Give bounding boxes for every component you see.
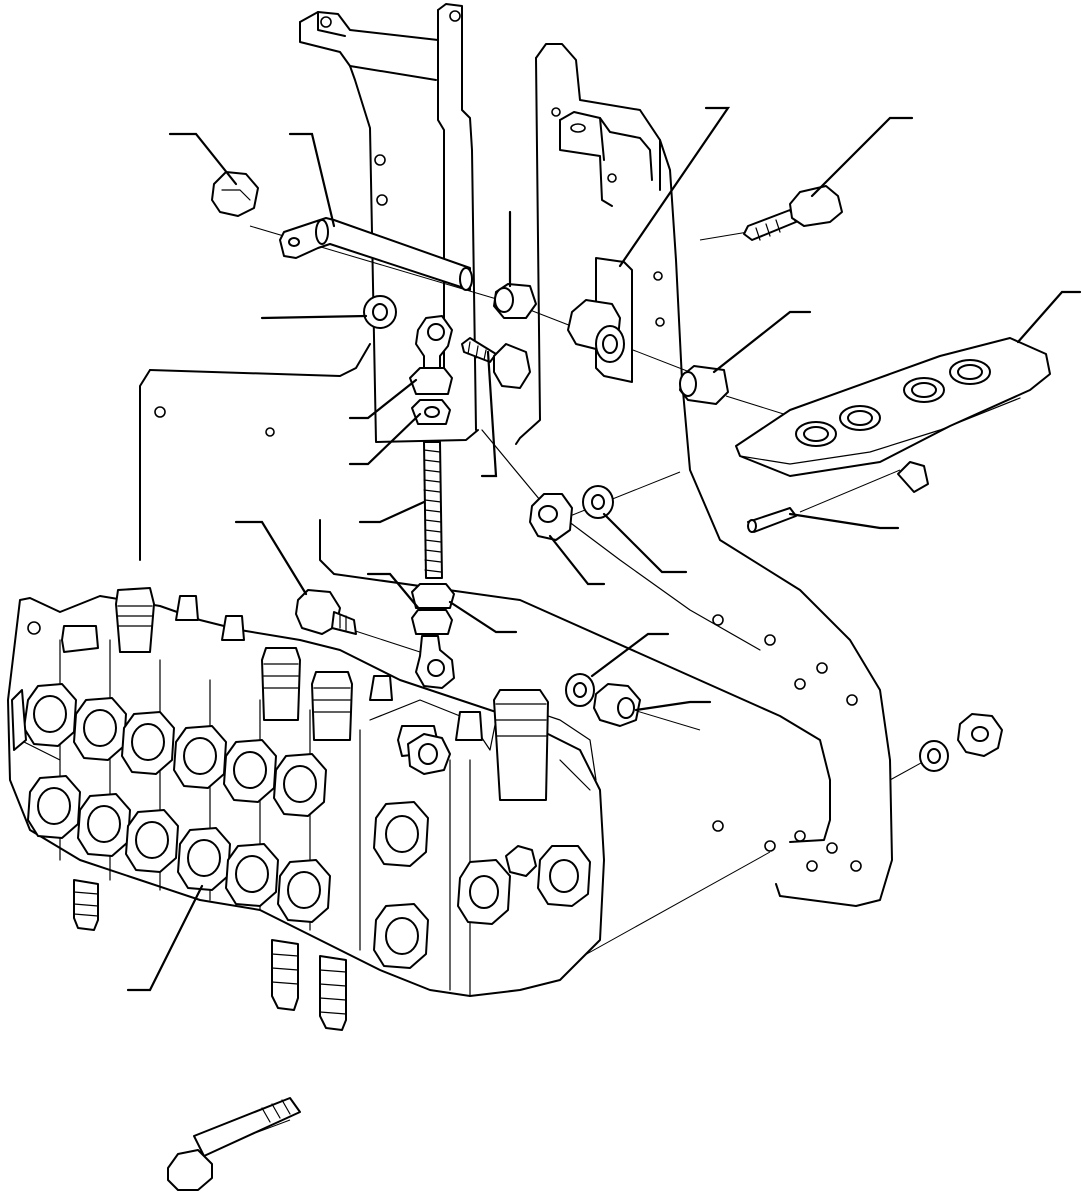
valve-ports-lower [27,775,591,969]
ball-joint-upper [409,315,453,425]
plate-hole [806,860,818,872]
washer-upper-left [363,295,397,329]
callout-leader [634,700,712,712]
callout-leader [448,600,518,634]
callout-leader [366,572,422,612]
callout-leader [1016,290,1082,344]
nut-middle-right [529,493,573,541]
bracket-hole [320,16,332,28]
valve-hose-fittings [73,879,347,1031]
plate-hole [850,860,862,872]
callout-leader [348,378,418,420]
callout-leader [590,632,670,678]
cover-plate [735,337,1051,493]
plate-hole [846,694,858,706]
callout-leader [260,314,368,320]
plate-hole [712,614,724,626]
callout-leader [788,512,900,530]
long-bolt-bottom [167,1097,301,1191]
nut-far-right [957,713,1003,757]
plate-hole [794,678,806,690]
bolt-hex-middle [461,337,531,389]
valve-mount-hole [27,621,41,635]
callout-leader [288,132,336,228]
plate-hole [794,830,806,842]
bushing-small [493,283,537,319]
callout-leader [618,106,731,268]
valve-spool-caps [115,587,549,801]
cap-screw-middle-left [295,589,357,635]
callout-leader [548,534,606,586]
plate-hole [764,634,776,646]
plate-hole [826,842,838,854]
bracket-hole [607,173,617,183]
cap-screw-upper-right [743,185,843,241]
plate-hole [712,820,724,832]
bracket-hole [449,10,461,22]
plate-hole [653,271,663,281]
callout-leader [234,520,308,596]
spacer-bushing [679,365,729,405]
front-upright-bracket [515,43,661,445]
valve-ports-upper [23,683,451,867]
plate-hole [655,317,665,327]
washer-lower-middle [565,673,595,707]
callout-leader [168,132,238,186]
plate-hole [154,406,166,418]
threaded-rod [423,441,443,579]
callout-leader [480,350,498,478]
bracket-hole [376,194,388,206]
plate-hole [816,662,828,674]
bracket-slot [570,123,586,133]
washer-far-right [919,740,949,772]
callout-leader [810,116,914,198]
nut-upper-left [211,171,259,217]
rear-upright-bracket [299,3,479,443]
bracket-hole [551,107,561,117]
pivot-pin [279,217,473,291]
callout-leader [126,884,204,992]
control-valve-bank [7,587,605,1031]
plate-hole [764,840,776,852]
callout-leader [358,500,426,524]
ball-joint-lower [411,583,455,689]
plate-hole [265,427,275,437]
lever-bracket [567,257,633,383]
nut-lower-middle [593,683,641,727]
bracket-hole [374,154,386,166]
callout-leader [602,512,688,574]
roll-pin [747,507,797,533]
callout-leader [712,310,812,374]
callout-leaders [126,106,1082,992]
washer-middle-right [582,485,614,519]
mounting-plate [139,139,893,907]
callout-leader [348,412,422,466]
